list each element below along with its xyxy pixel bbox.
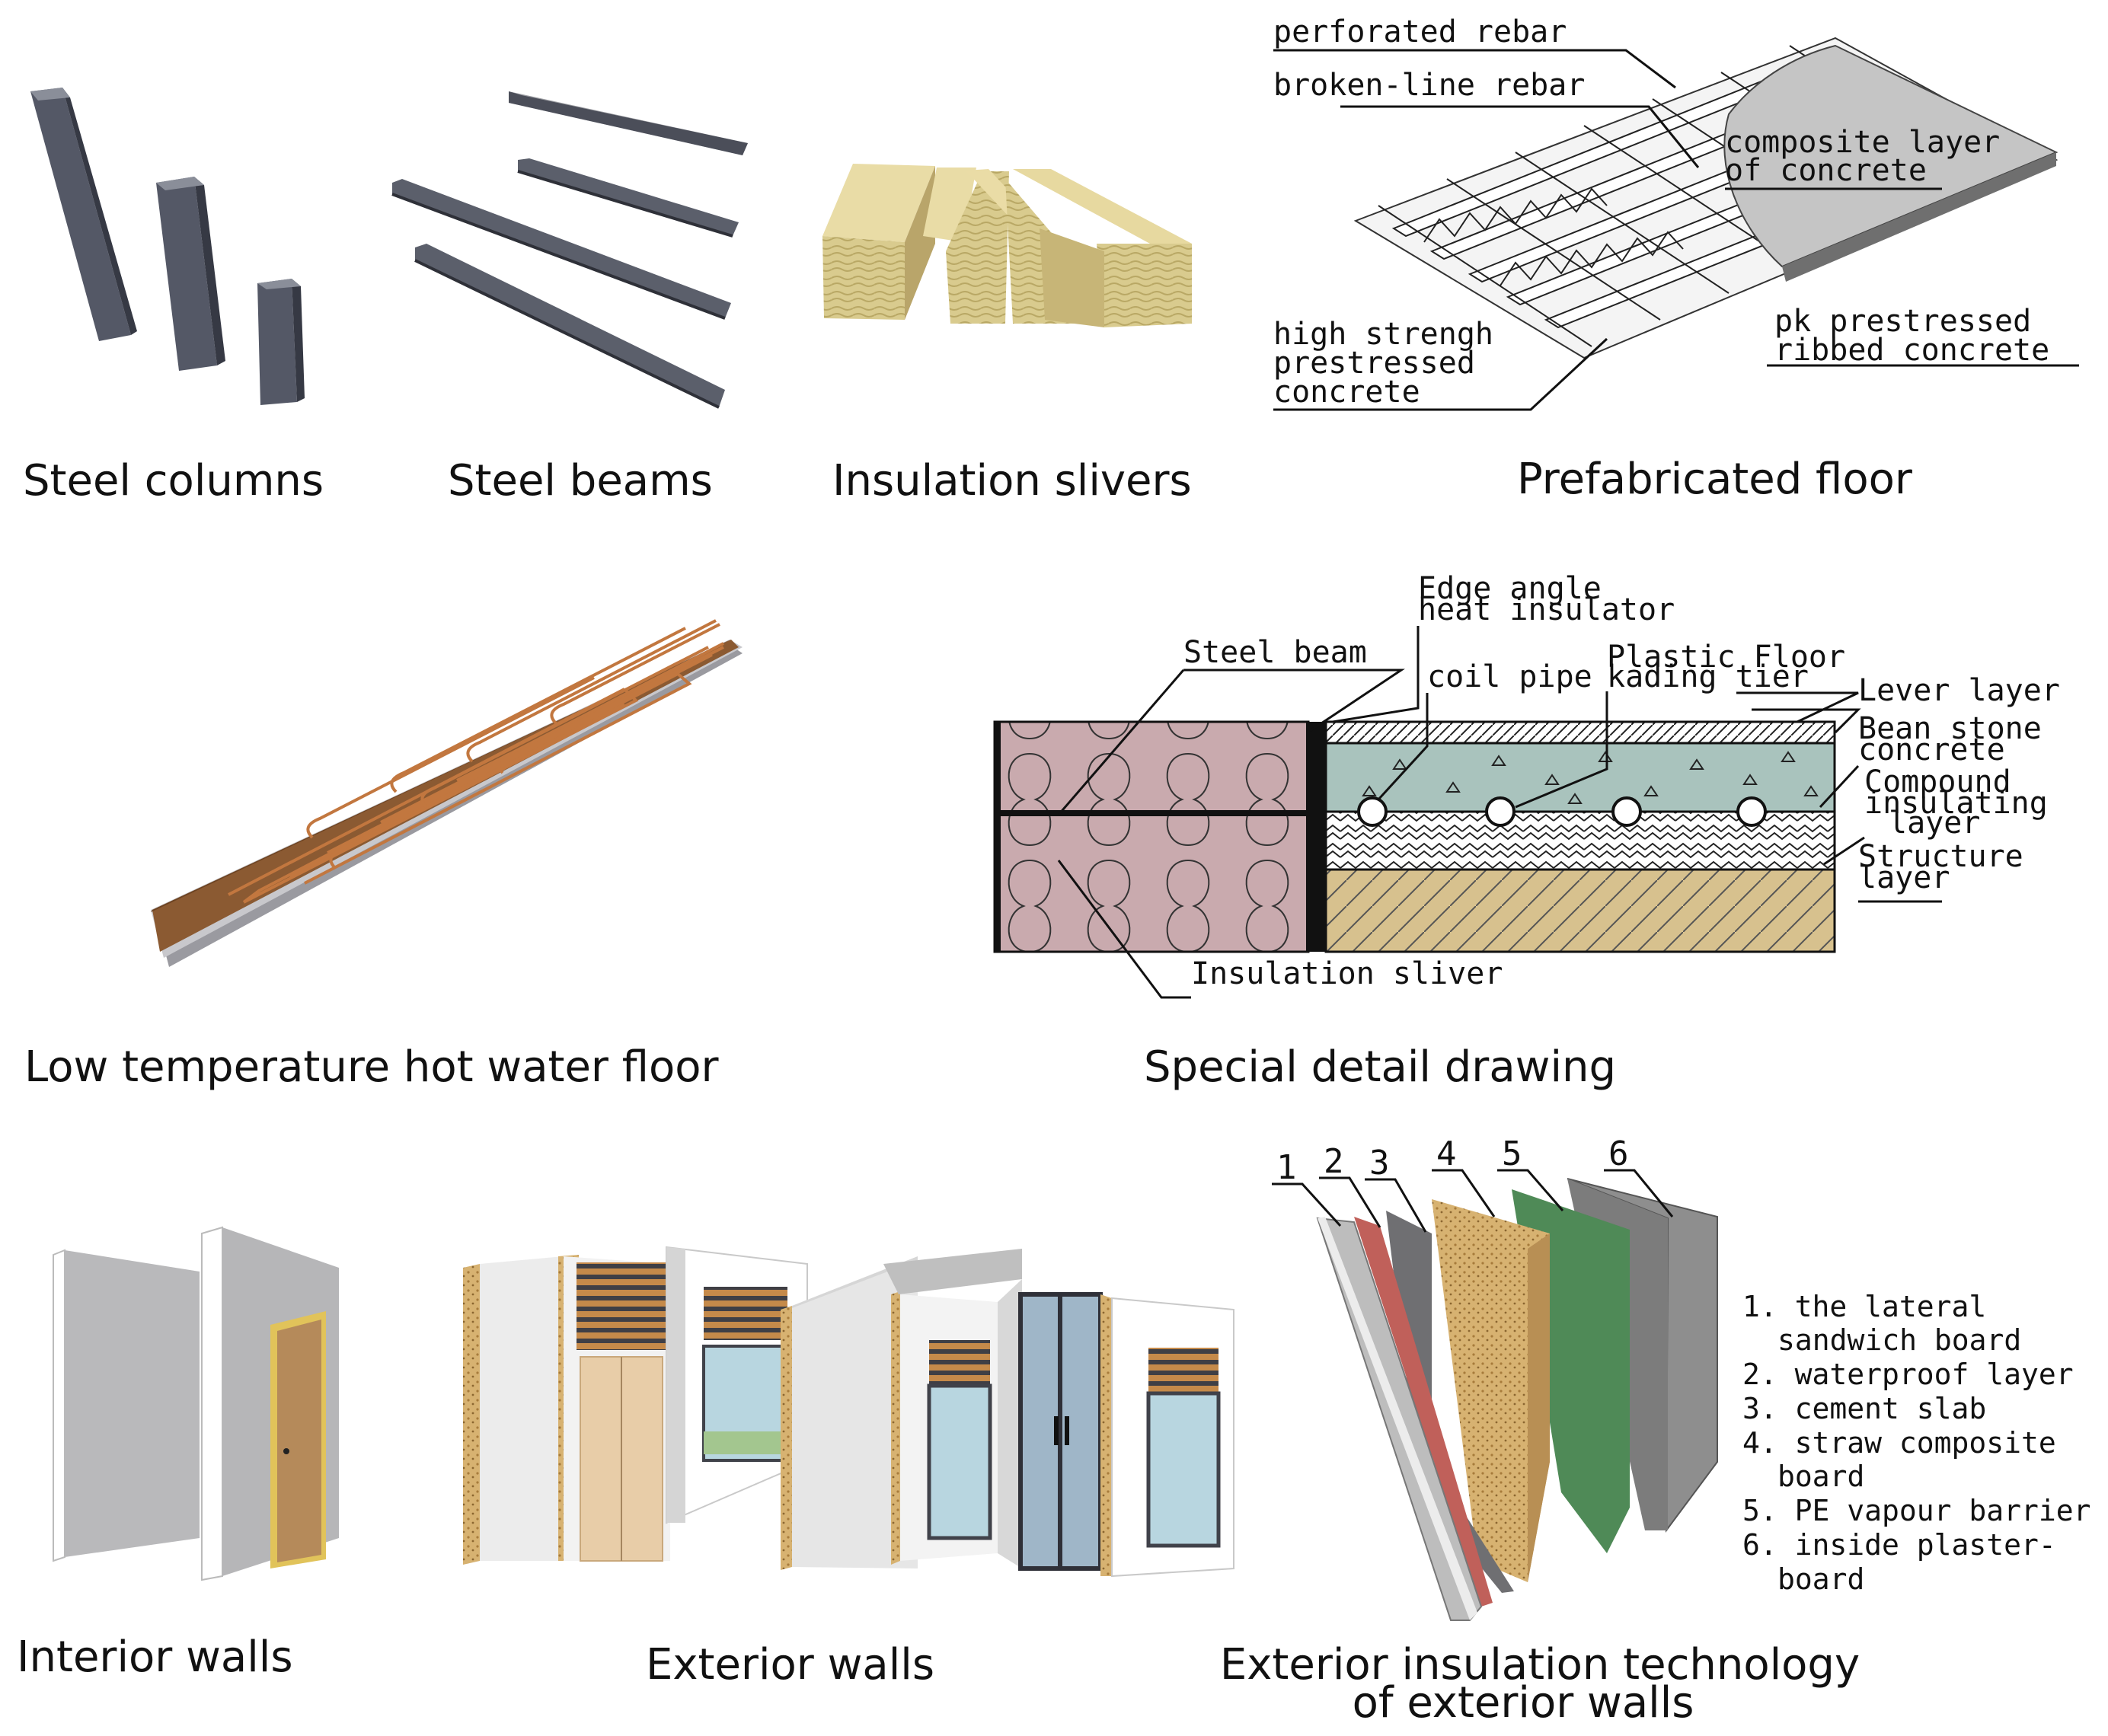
callout-3: 3 (1369, 1144, 1390, 1182)
layer-4-straw-board (1432, 1199, 1550, 1582)
caption-insulation-slivers: Insulation slivers (832, 456, 1192, 506)
callout-2: 2 (1324, 1142, 1344, 1181)
caption-ext-insulation-line-2: of exterior walls (1353, 1678, 1694, 1728)
exterior-walls-illustration (463, 1246, 1234, 1578)
legend-line-1: 1. the lateral (1742, 1290, 1986, 1323)
label-compound-3: layer (1889, 806, 1980, 841)
prefabricated-floor-illustration (1353, 37, 2058, 359)
coil-loops (306, 619, 724, 870)
steel-columns-illustration (30, 88, 305, 405)
label-bean-stone-2: concrete (1858, 732, 2005, 767)
legend-line-7: 5. PE vapour barrier (1742, 1494, 2091, 1527)
caption-special-detail-drawing: Special detail drawing (1144, 1042, 1616, 1092)
label-edge-angle-1: Edge angle (1418, 571, 1602, 606)
hot-water-floor-illustration (151, 619, 743, 967)
label-high-strength-1: high strengh (1273, 317, 1493, 352)
wall-layer-number-callouts: 1 2 3 4 5 6 (1272, 1134, 1674, 1233)
callout-6: 6 (1608, 1134, 1629, 1173)
callout-4: 4 (1436, 1134, 1457, 1173)
label-compound-2: insulating (1864, 786, 2048, 821)
label-broken-line-rebar: broken-line rebar (1273, 68, 1585, 103)
wall-layer-legend: 1. the lateral sandwich board 2. waterpr… (1742, 1290, 2091, 1596)
legend-line-8: 6. inside plaster- (1742, 1528, 2056, 1562)
callout-1: 1 (1276, 1148, 1297, 1187)
caption-steel-columns: Steel columns (23, 456, 324, 506)
caption-steel-beams: Steel beams (448, 456, 713, 506)
legend-line-9: board (1777, 1562, 1864, 1596)
label-lever-layer: Lever layer (1858, 673, 2060, 708)
coil-pipes (1357, 796, 1767, 827)
prefab-floor-labels: perforated rebar broken-line rebar compo… (1273, 14, 2079, 411)
zigzag-rebar (1423, 187, 1684, 286)
detail-labels: Edge angle heat insulator Steel beam Pla… (1057, 571, 2060, 999)
label-composite-layer-1: composite layer (1725, 125, 2000, 160)
label-plastic-floor-1: Plastic Floor (1607, 640, 1845, 675)
caption-interior-walls: Interior walls (17, 1632, 293, 1682)
label-high-strength-3: concrete (1273, 375, 1420, 410)
steel-column-large (30, 88, 137, 341)
wall-layer-stack (1316, 1178, 1718, 1621)
label-composite-layer-2: of concrete (1725, 153, 1927, 188)
label-insulation-sliver: Insulation sliver (1191, 956, 1503, 991)
insulation-slivers-illustration (822, 164, 1192, 327)
interior-walls-illustration (53, 1226, 339, 1581)
legend-line-3: 2. waterproof layer (1742, 1358, 2074, 1391)
legend-line-2: sandwich board (1777, 1323, 2021, 1357)
label-structure-1: Structure (1858, 839, 2023, 874)
legend-line-4: 3. cement slab (1742, 1392, 1986, 1425)
steel-column-medium (156, 177, 225, 371)
label-compound-1: Compound (1864, 764, 2011, 799)
label-coil-pipe: coil pipe (1427, 659, 1592, 694)
legend-line-6: board (1777, 1460, 1864, 1493)
label-perforated-rebar: perforated rebar (1273, 14, 1567, 49)
legend-line-5: 4. straw composite (1742, 1426, 2056, 1460)
steel-column-small (257, 279, 305, 405)
steel-beams-illustration (391, 91, 748, 409)
label-structure-2: layer (1858, 860, 1950, 895)
label-edge-angle-2: heat insulator (1418, 592, 1675, 627)
door-illustration (270, 1311, 326, 1568)
callout-5: 5 (1502, 1134, 1522, 1173)
label-plastic-floor-2: kading tier (1607, 659, 1809, 694)
caption-prefabricated-floor: Prefabricated floor (1517, 455, 1913, 504)
caption-exterior-walls: Exterior walls (646, 1640, 934, 1690)
label-high-strength-2: prestressed (1273, 346, 1475, 381)
layer-2-waterproof (1354, 1217, 1493, 1607)
layer-3-cement-slab (1386, 1211, 1514, 1593)
special-detail-drawing (993, 720, 1836, 953)
label-pk-2: ribbed concrete (1774, 333, 2049, 368)
label-steel-beam: Steel beam (1183, 635, 1367, 670)
label-pk-1: pk prestressed (1774, 304, 2031, 339)
label-bean-stone-1: Bean stone (1858, 711, 2042, 746)
caption-ext-insulation-line-1: Exterior insulation technology (1220, 1640, 1860, 1690)
aggregate-triangles (1362, 751, 1819, 804)
caption-hot-water-floor: Low temperature hot water floor (24, 1042, 720, 1092)
